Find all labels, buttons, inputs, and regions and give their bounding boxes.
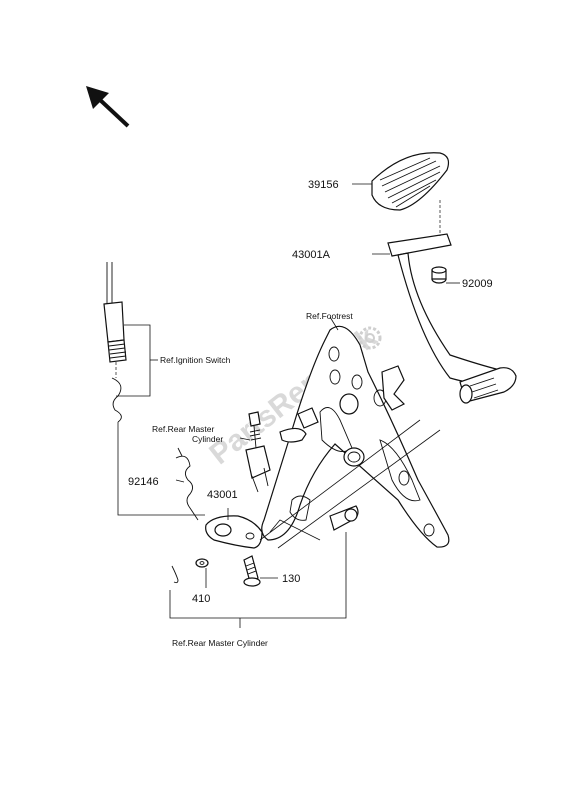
pushrod-clevis xyxy=(245,411,271,493)
brake-pedal-arm xyxy=(387,233,517,404)
label-410: 410 xyxy=(192,593,210,605)
small-hardware xyxy=(171,505,359,587)
label-92146: 92146 xyxy=(128,476,159,488)
gear-icon xyxy=(358,326,382,350)
cap-nut xyxy=(431,266,447,284)
label-43001: 43001 xyxy=(207,489,238,501)
label-39156: 39156 xyxy=(308,179,339,191)
brake-light-switch xyxy=(103,262,127,423)
leader-lines xyxy=(116,183,460,628)
label-ref-ignition-switch: Ref.Ignition Switch xyxy=(160,355,231,365)
label-43001a: 43001A xyxy=(292,249,331,261)
label-92009: 92009 xyxy=(462,278,493,290)
return-spring xyxy=(175,447,199,521)
label-ref-footrest: Ref.Footrest xyxy=(306,311,353,321)
label-ref-rear-master-line2: Cylinder xyxy=(192,434,223,444)
footrest-bracket xyxy=(261,325,450,548)
direction-arrow-icon xyxy=(86,86,130,128)
label-130: 130 xyxy=(282,573,300,585)
label-ref-rear-master-line1: Ref.Rear Master xyxy=(152,424,215,434)
pedal-pad xyxy=(371,152,450,236)
label-ref-rear-master-bottom: Ref.Rear Master Cylinder xyxy=(172,638,268,648)
brake-lever xyxy=(205,515,263,549)
